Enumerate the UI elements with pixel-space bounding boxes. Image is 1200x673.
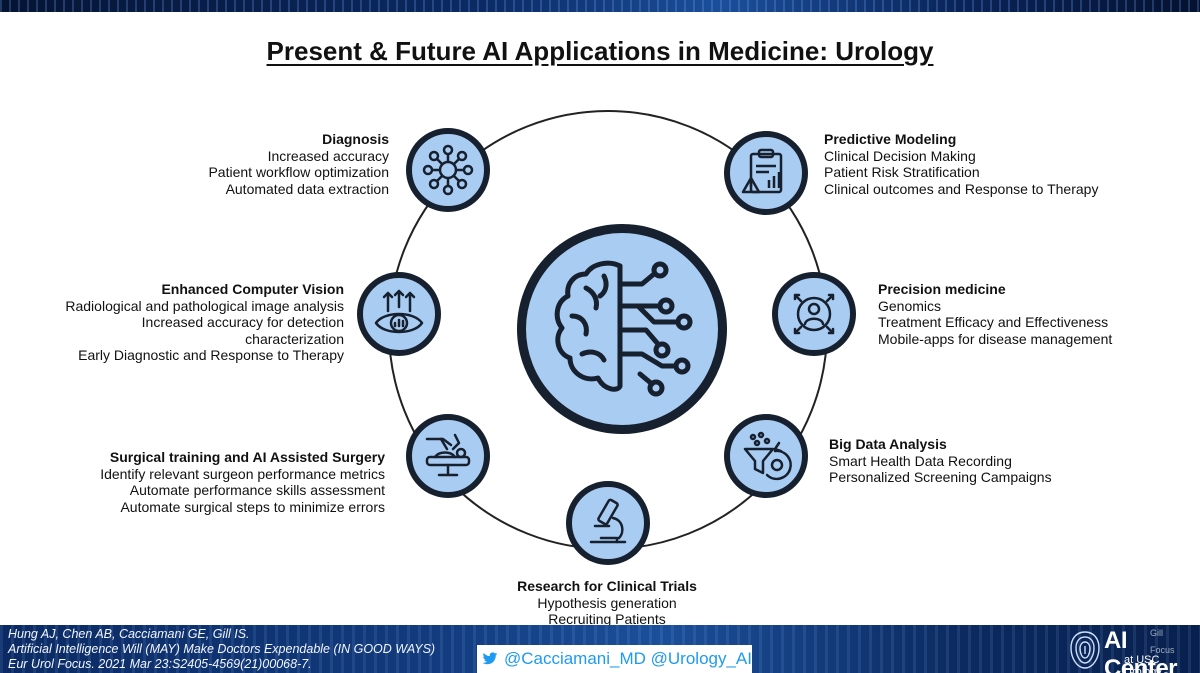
precision-line-3: Mobile-apps for disease management <box>878 330 1113 347</box>
surgical-heading: Surgical training and AI Assisted Surger… <box>109 449 385 465</box>
vision-line-2: Increased accuracy for detection charact… <box>141 314 344 347</box>
predictive-line-3: Clinical outcomes and Response to Therap… <box>824 180 1099 197</box>
research-line-1: Hypothesis generation <box>537 594 677 611</box>
clipboard-chart-warning-icon <box>724 131 808 215</box>
diagnosis-line-3: Automated data extraction <box>225 180 389 197</box>
virus-network-icon <box>406 128 490 212</box>
ai-center-logo: Gill AI Center Focus at USC Urology <box>1068 627 1200 673</box>
surgical-label: Surgical training and AI Assisted Surger… <box>95 449 385 515</box>
bigdata-line-1: Smart Health Data Recording <box>829 452 1012 469</box>
predictive-label: Predictive Modeling Clinical Decision Ma… <box>824 131 1124 197</box>
research-label: Research for Clinical Trials Hypothesis … <box>456 578 758 628</box>
brand-sub-text: at USC Urology <box>1124 654 1162 673</box>
twitter-handles: @Cacciamani_MD @Urology_AI <box>503 649 752 668</box>
precision-line-1: Genomics <box>878 297 942 314</box>
microscope-icon <box>566 481 650 565</box>
surgical-line-3: Automate surgical steps to minimize erro… <box>120 498 385 515</box>
citation: Hung AJ, Chen AB, Cacciamani GE, Gill IS… <box>8 627 435 671</box>
citation-title: Artificial Intelligence Will (MAY) Make … <box>8 641 436 656</box>
diagnosis-line-1: Increased accuracy <box>267 147 389 164</box>
brand-ghost-text-1: Gill <box>1150 628 1163 638</box>
surgical-line-1: Identify relevant surgeon performance me… <box>100 465 385 482</box>
citation-authors: Hung AJ, Chen AB, Cacciamani GE, Gill IS… <box>8 627 250 641</box>
brand-main-text: AI Center <box>1104 627 1178 673</box>
predictive-line-1: Clinical Decision Making <box>824 147 976 164</box>
data-funnel-gear-icon <box>724 414 808 498</box>
bigdata-line-2: Personalized Screening Campaigns <box>829 469 1052 485</box>
page-title: Present & Future AI Applications in Medi… <box>266 36 934 66</box>
surgical-line-2: Automate performance skills assessment <box>129 482 385 498</box>
bigdata-heading: Big Data Analysis <box>829 436 947 452</box>
vision-line-1: Radiological and pathological image anal… <box>65 297 344 314</box>
brand-ghost-text-2: Focus <box>1150 645 1175 655</box>
twitter-handles-box: @Cacciamani_MD @Urology_AI <box>477 645 752 673</box>
eye-chart-icon <box>357 272 441 356</box>
person-target-icon <box>772 272 856 356</box>
precision-line-2: Treatment Efficacy and Effectiveness <box>878 314 1109 330</box>
predictive-heading: Predictive Modeling <box>824 131 957 147</box>
diagnosis-line-2: Patient workflow optimization <box>208 164 389 180</box>
diagnosis-label: Diagnosis Increased accuracy Patient wor… <box>140 131 389 197</box>
diagnosis-heading: Diagnosis <box>322 131 389 147</box>
top-banner <box>0 0 1200 12</box>
bigdata-label: Big Data Analysis Smart Health Data Reco… <box>829 436 1069 486</box>
precision-label: Precision medicine Genomics Treatment Ef… <box>878 281 1118 347</box>
ai-brain-circuit-icon <box>517 224 727 434</box>
twitter-icon <box>482 652 498 665</box>
predictive-line-2: Patient Risk Stratification <box>824 164 980 180</box>
precision-heading: Precision medicine <box>878 281 1006 297</box>
robotic-surgery-icon <box>406 414 490 498</box>
vision-heading: Enhanced Computer Vision <box>161 281 344 297</box>
research-line-2: Recruiting Patients <box>548 611 666 627</box>
vision-label: Enhanced Computer Vision Radiological an… <box>40 281 344 364</box>
brain-fingerprint-icon <box>1070 631 1100 669</box>
research-heading: Research for Clinical Trials <box>517 578 697 594</box>
citation-journal: Eur Urol Focus. 2021 Mar 23:S2405-4569(2… <box>8 656 312 671</box>
vision-line-3: Early Diagnostic and Response to Therapy <box>78 347 344 363</box>
